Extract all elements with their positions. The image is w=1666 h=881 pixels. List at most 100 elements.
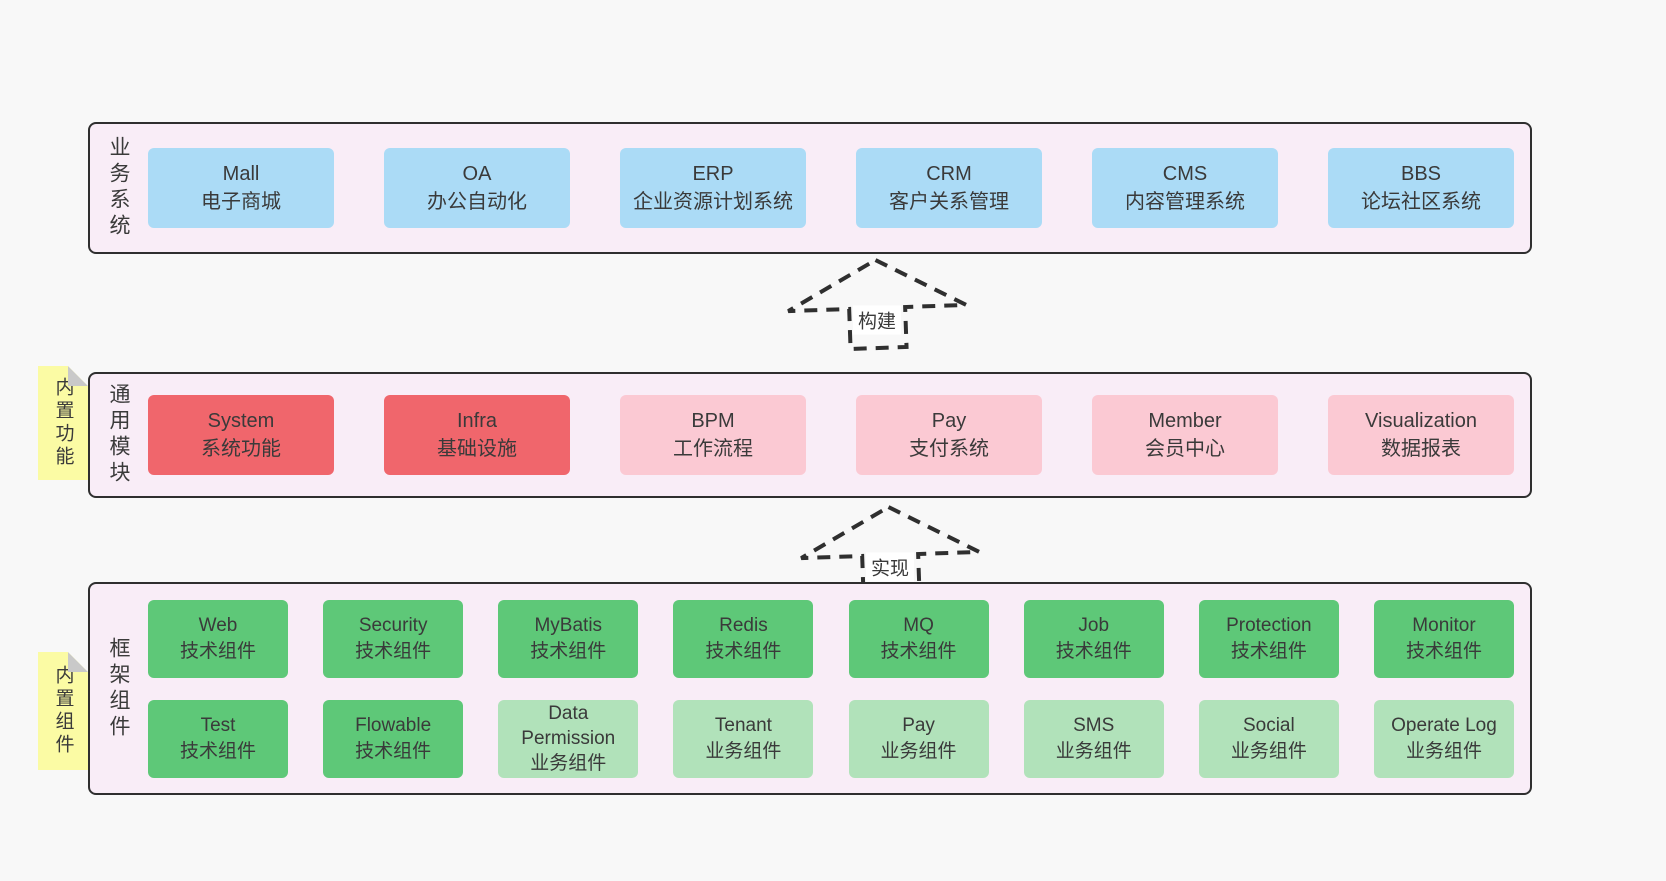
box-title: Security [358,615,428,637]
box-subtitle: 客户关系管理 [889,191,1009,213]
box-subtitle: 论坛社区系统 [1361,191,1481,213]
box-title: SMS [1073,715,1115,737]
box-title: Pay [931,409,967,432]
box-title: Social [1242,715,1295,737]
box-subtitle: 电子商城 [201,191,281,213]
box-title: Protection [1226,615,1312,637]
sticky-tag-label: 内置组件 [52,665,74,757]
box-subtitle: 业务组件 [705,740,782,762]
box-pay: Pay 业务组件 [848,699,989,778]
folded-corner-icon [68,652,88,672]
box-row: System 系统功能 Infra 基础设施 BPM 工作流程 Pay 支付系统 Member 会… [148,395,1514,475]
box-title: ERP [692,162,734,185]
box-subtitle: 系统功能 [201,438,281,460]
box-subtitle: 办公自动化 [427,191,527,213]
box-subtitle: 企业资源计划系统 [633,191,793,213]
box-mybatis: MyBatis 技术组件 [498,599,639,678]
box-subtitle: 内容管理系统 [1125,191,1245,213]
box-title: Web [198,615,238,637]
box-monitor: Monitor 技术组件 [1373,599,1514,678]
arrow-build: 构建 [782,256,972,352]
box-title: CMS [1162,162,1208,185]
box-title: Pay [902,715,935,737]
layer-label-business-systems: 业务系统 [107,136,130,240]
box-crm: CRM 客户关系管理 [856,148,1042,228]
box-visualization: Visualization 数据报表 [1328,395,1514,475]
box-job: Job 技术组件 [1023,599,1164,678]
business-systems-boxes: Mall 电子商城 OA 办公自动化 ERP 企业资源计划系统 CRM 客户关系管理 CMS 内容… [148,124,1514,252]
box-title: Operate Log [1391,715,1497,737]
box-subtitle: 业务组件 [880,740,957,762]
box-subtitle: 技术组件 [1055,640,1132,662]
folded-corner-icon [68,366,88,386]
box-title: Data Permission [521,702,616,749]
box-member: Member 会员中心 [1092,395,1278,475]
box-subtitle: 技术组件 [355,740,432,762]
box-subtitle: 业务组件 [530,753,607,775]
box-erp: ERP 企业资源计划系统 [620,148,806,228]
layer-label-common-modules: 通用模块 [107,383,130,487]
sticky-tag-builtin-components: 内置组件 [38,652,88,770]
box-title: Mall [222,162,260,185]
box-title: MyBatis [534,615,603,637]
box-subtitle: 数据报表 [1381,438,1461,460]
box-cms: CMS 内容管理系统 [1092,148,1278,228]
box-subtitle: 技术组件 [705,640,782,662]
box-web: Web 技术组件 [148,599,288,678]
box-subtitle: 业务组件 [1055,740,1132,762]
box-subtitle: 技术组件 [1405,640,1482,662]
box-subtitle: 支付系统 [909,438,989,460]
layer-business-systems: 业务系统 Mall 电子商城 OA 办公自动化 ERP 企业资源计划系统 CRM 客户关系管理… [88,122,1532,254]
box-title: Flowable [355,715,432,737]
box-title: MQ [903,615,934,637]
box-system: System 系统功能 [148,395,334,475]
box-title: Redis [719,615,768,637]
common-modules-boxes: System 系统功能 Infra 基础设施 BPM 工作流程 Pay 支付系统 Member 会… [148,374,1514,496]
box-title: Member [1148,409,1222,432]
box-data-permission: Data Permission 业务组件 [498,699,639,778]
box-protection: Protection 技术组件 [1198,599,1339,678]
box-redis: Redis 技术组件 [673,599,814,678]
box-oa: OA 办公自动化 [384,148,570,228]
box-infra: Infra 基础设施 [384,395,570,475]
dashed-up-arrow-icon [787,257,967,352]
box-social: Social 业务组件 [1198,699,1339,778]
box-subtitle: 技术组件 [179,740,256,762]
box-operate-log: Operate Log 业务组件 [1373,699,1514,778]
box-subtitle: 业务组件 [1230,740,1307,762]
box-subtitle: 工作流程 [673,438,753,460]
box-bbs: BBS 论坛社区系统 [1328,148,1514,228]
box-subtitle: 技术组件 [530,640,607,662]
box-pay: Pay 支付系统 [856,395,1042,475]
box-title: BPM [691,409,735,432]
box-subtitle: 会员中心 [1145,438,1225,460]
box-tenant: Tenant 业务组件 [673,699,814,778]
box-title: CRM [926,162,972,185]
box-title: Tenant [714,715,772,737]
box-subtitle: 基础设施 [437,438,517,460]
box-title: Job [1078,615,1110,637]
box-sms: SMS 业务组件 [1023,699,1164,778]
box-title: Visualization [1365,409,1477,432]
box-security: Security 技术组件 [323,599,464,678]
box-title: OA [462,162,492,185]
box-subtitle: 技术组件 [1230,640,1307,662]
box-subtitle: 业务组件 [1405,740,1482,762]
box-subtitle: 技术组件 [355,640,432,662]
box-title: BBS [1400,162,1442,185]
box-title: Infra [456,409,498,432]
box-title: System [207,409,275,432]
box-bpm: BPM 工作流程 [620,395,806,475]
sticky-tag-builtin-features: 内置功能 [38,366,88,480]
box-flowable: Flowable 技术组件 [323,699,464,778]
arrow-build-label: 构建 [852,305,902,335]
box-subtitle: 技术组件 [179,640,256,662]
box-title: Monitor [1412,615,1476,637]
box-title: Test [200,715,236,737]
